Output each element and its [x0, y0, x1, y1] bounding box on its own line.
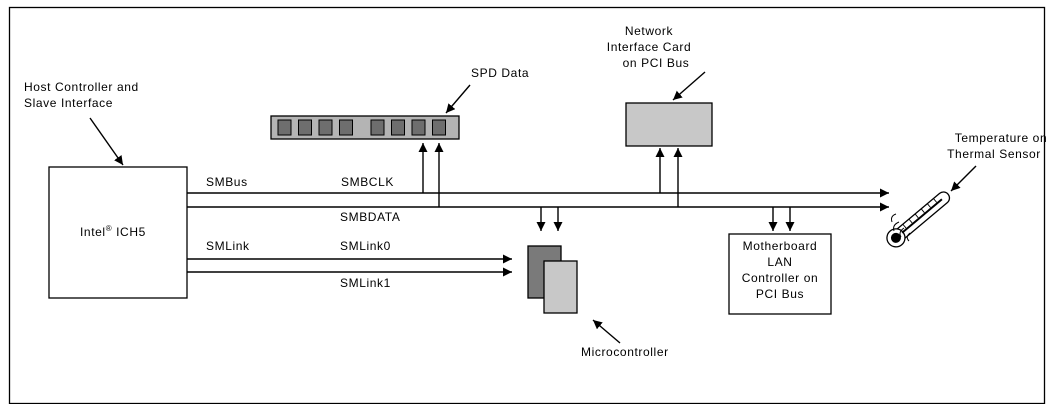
spd-chip	[370, 119, 385, 136]
nic-pointer-arrow	[672, 71, 706, 101]
host-controller-label-line1: Host Controller and	[24, 80, 139, 94]
smlink-label: SMLink	[206, 239, 250, 253]
spd-chip	[339, 119, 353, 136]
lan-label-line1: Motherboard	[743, 239, 818, 253]
thermometer-icon	[886, 191, 951, 248]
spd-chip	[432, 119, 446, 136]
nic-label-line3: on PCI Bus	[623, 56, 690, 70]
temperature-label-line1: Temperature on	[955, 131, 1047, 145]
lan-label-line4: PCI Bus	[756, 287, 804, 301]
smlink1-label: SMLink1	[340, 276, 391, 290]
spd-chip-group	[277, 119, 446, 136]
nic-label-line2: Interface Card	[607, 40, 691, 54]
smbclk-label: SMBCLK	[341, 175, 394, 189]
smbdata-label: SMBDATA	[340, 210, 400, 224]
temperature-pointer-arrow	[950, 165, 977, 192]
spd-data-label: SPD Data	[471, 66, 529, 80]
ich5-box	[48, 166, 188, 299]
spd-chip	[277, 119, 292, 136]
spd-chip	[391, 119, 405, 136]
smbus-label: SMBus	[206, 175, 248, 189]
spd-chip	[411, 119, 426, 136]
microcontroller-front-chip	[543, 260, 578, 314]
microcontroller-pointer-arrow	[592, 319, 621, 344]
spd-chip	[298, 119, 312, 136]
host-controller-label-line2: Slave Interface	[24, 96, 113, 110]
lan-label-line3: Controller on	[742, 271, 819, 285]
nic-label-line1: Network	[625, 24, 674, 38]
lan-label-line2: LAN	[767, 255, 792, 269]
ich5-label: Intel® ICH5	[80, 224, 146, 239]
temperature-label-line2: Thermal Sensor	[947, 147, 1041, 161]
smlink0-label: SMLink0	[340, 239, 391, 253]
spd-pointer-arrow	[445, 84, 471, 114]
nic-card-box	[625, 102, 713, 147]
host-controller-pointer-arrow	[89, 117, 124, 166]
spd-chip	[318, 119, 333, 136]
microcontroller-label: Microcontroller	[581, 345, 669, 359]
lan-controller-box	[728, 233, 832, 315]
